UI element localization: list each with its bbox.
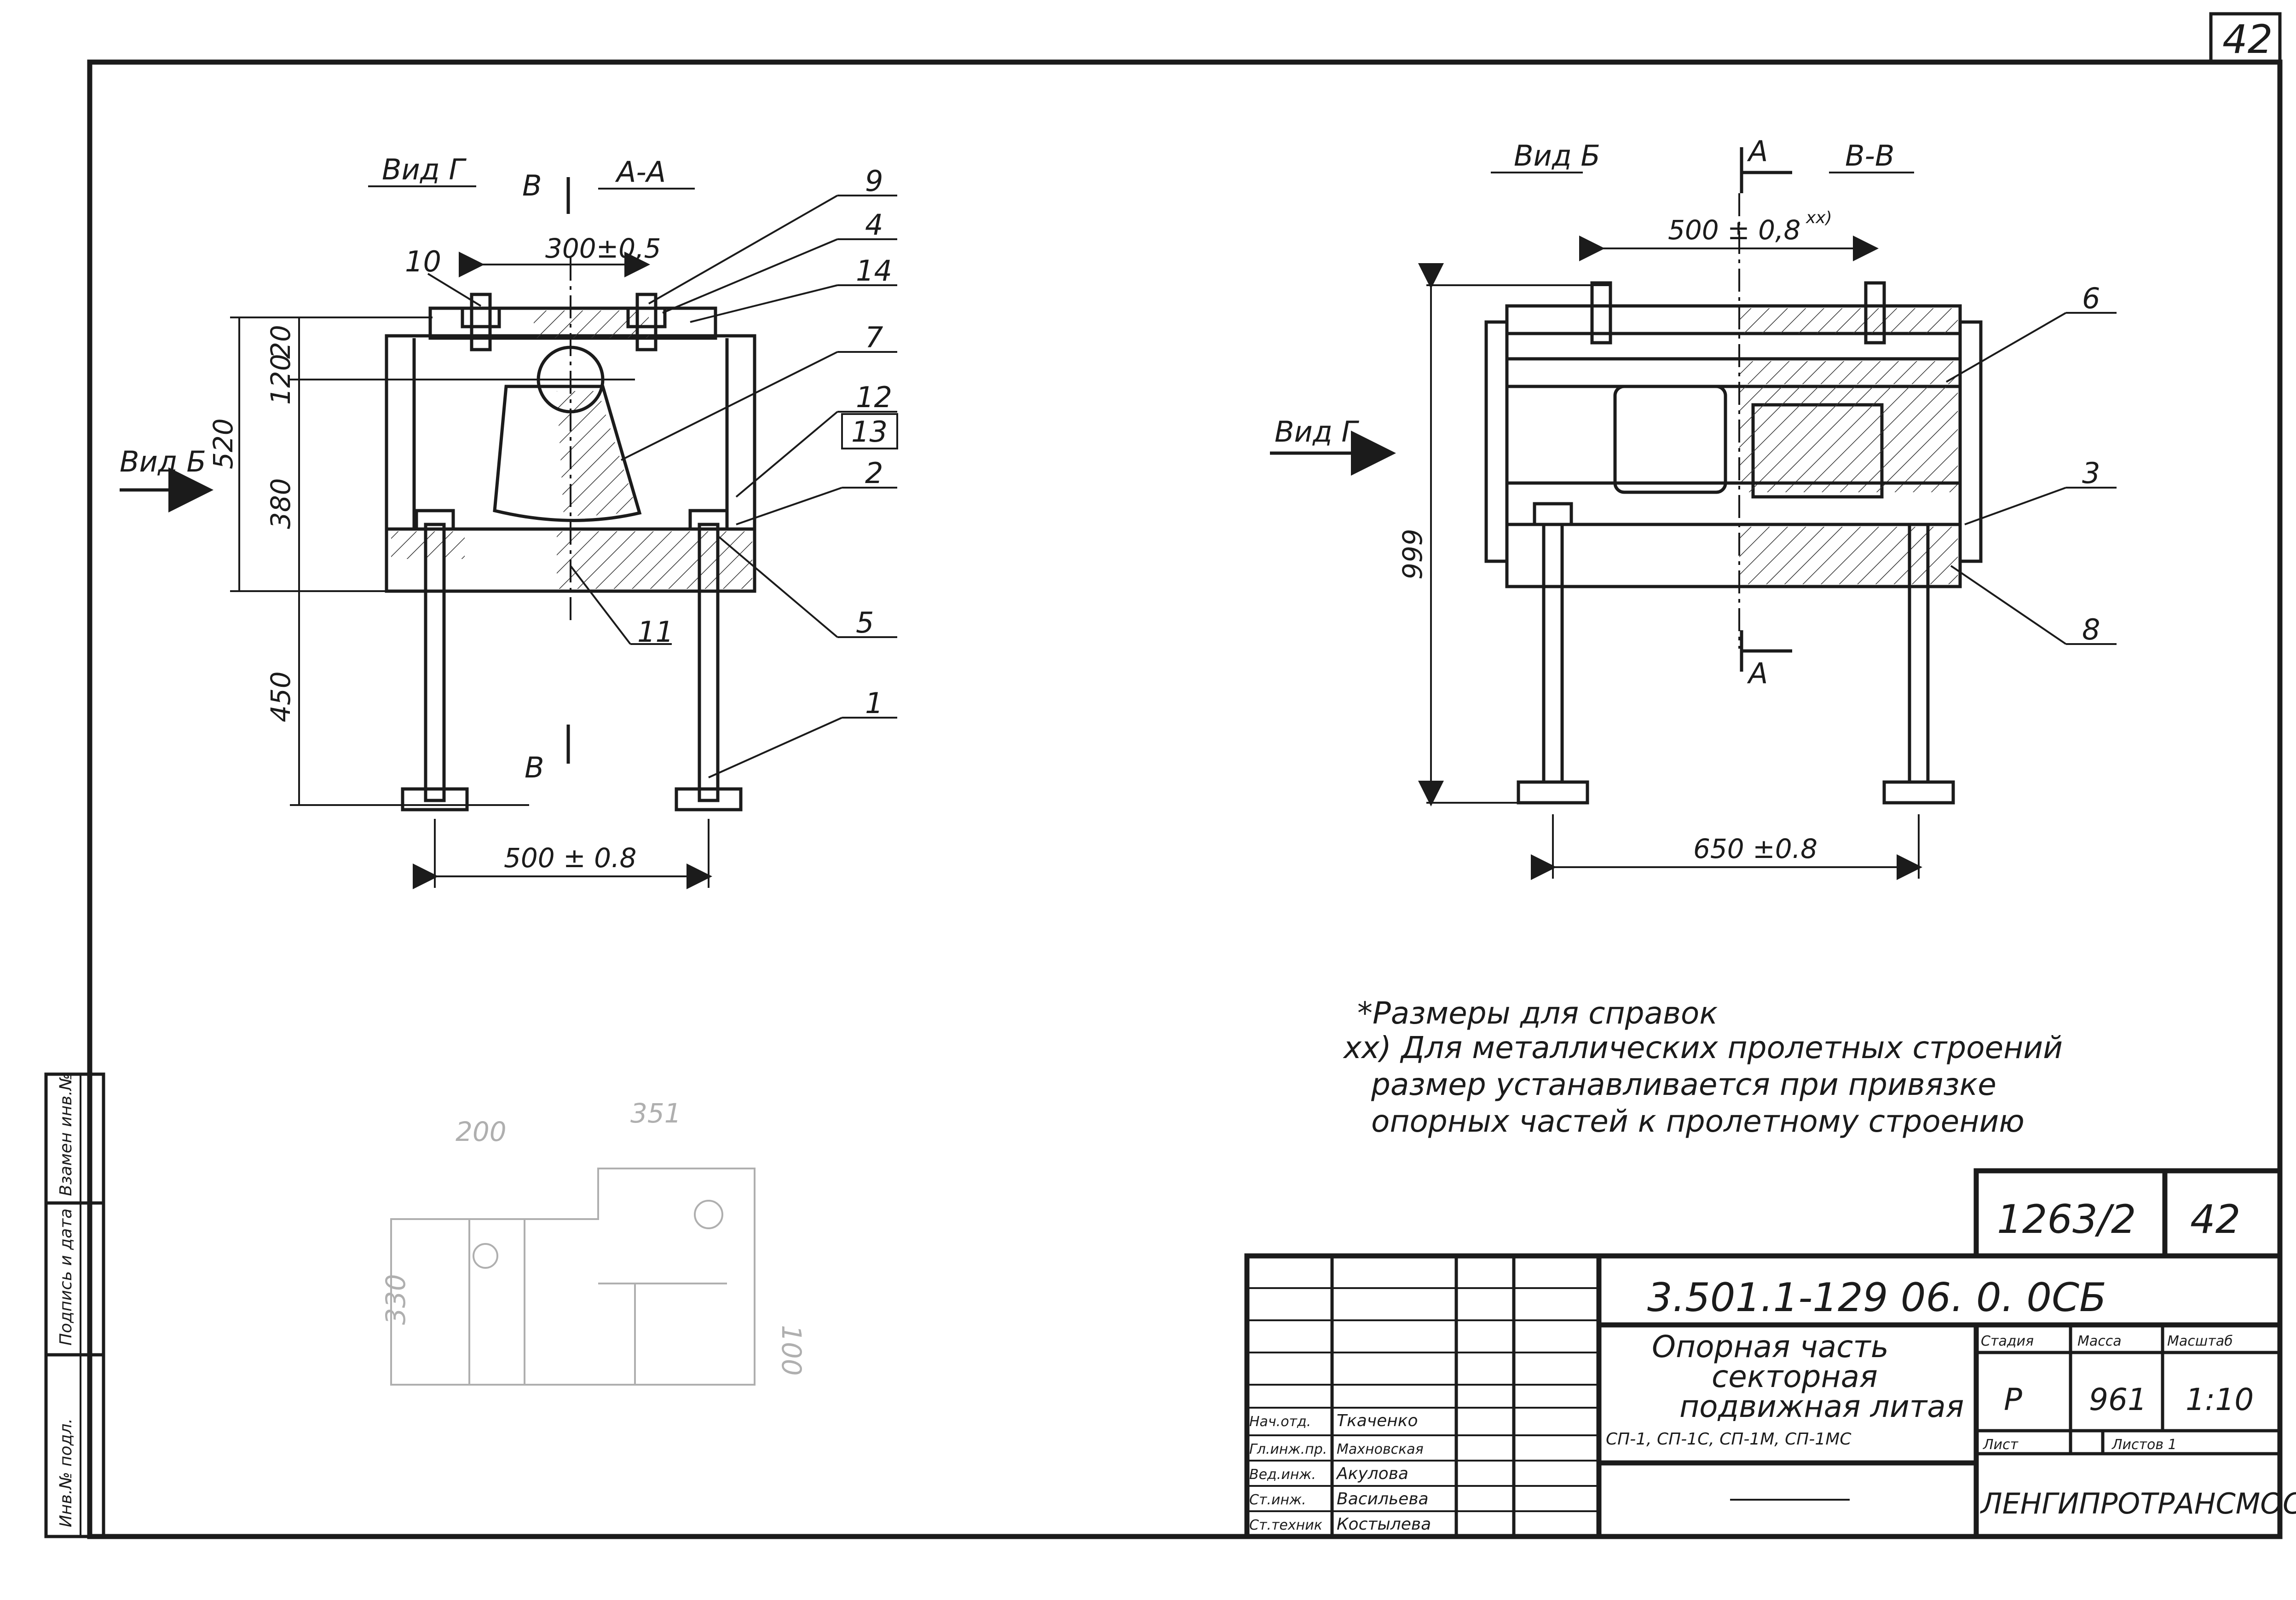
org-name: ЛЕНГИПРОТРАНСМОСТ (1980, 1487, 2296, 1520)
notes: *Размеры для справок xx) Для металлическ… (1343, 996, 2063, 1139)
note-line-4: опорных частей к пролетному строению (1371, 1104, 2025, 1139)
left-view-b-label: Вид Б (120, 445, 206, 478)
value-scale: 1:10 (2186, 1382, 2254, 1417)
header-scale: Масштаб (2167, 1333, 2233, 1349)
page-number-box (2209, 12, 2282, 64)
right-view-g-label: Вид Г (1275, 415, 1359, 449)
header-stage: Стадия (1981, 1333, 2034, 1349)
stamp-inv: Инв.№ подл. (57, 1418, 75, 1527)
callout-5: 5 (856, 606, 874, 639)
right-dim-650: 650 ±0.8 (1693, 833, 1817, 864)
sheets-label: Листов 1 (2111, 1437, 2177, 1453)
title-album: 1263/2 (1997, 1197, 2136, 1243)
title-sheet-no: 42 (2190, 1197, 2240, 1243)
staff-name-0: Ткаченко (1337, 1411, 1418, 1430)
staff-name-4: Костылева (1337, 1515, 1431, 1534)
callout-11: 11 (637, 615, 674, 649)
staff-name-2: Акулова (1336, 1464, 1408, 1483)
callout-12: 12 (856, 380, 892, 414)
title-line-1: Опорная часть (1652, 1329, 1889, 1364)
left-dim-120: 120 (265, 354, 296, 405)
callout-4: 4 (865, 208, 883, 242)
sketch-dim-330: 330 (380, 1274, 411, 1325)
header-mass: Масса (2077, 1333, 2122, 1349)
stamp-podpis: Подпись и дата (57, 1209, 75, 1346)
right-dim-999: 999 (1397, 529, 1428, 580)
callout-13: 13 (851, 415, 888, 449)
staff-role-0: Нач.отд. (1249, 1414, 1311, 1430)
title-line-4: СП-1, СП-1С, СП-1М, СП-1МС (1606, 1430, 1852, 1449)
callout-2: 2 (865, 456, 883, 490)
sketch-dim-100: 100 (776, 1325, 807, 1376)
right-section-label: В-В (1845, 139, 1894, 173)
right-view-b-label: Вид Б (1514, 139, 1600, 173)
staff-role-2: Вед.инж. (1249, 1467, 1316, 1483)
note-line-3: размер устанавливается при привязке (1371, 1067, 1996, 1102)
sheet-frame (87, 59, 2283, 1539)
callout-8: 8 (2082, 613, 2100, 646)
title-line-2: секторная (1712, 1359, 1878, 1394)
left-view: Вид Г В А-А (120, 153, 898, 889)
staff-name-1: Махновская (1337, 1441, 1424, 1457)
side-stamp: Взамен инв.№ Подпись и дата Инв.№ подл. (44, 1072, 105, 1538)
faint-sketch: 200 351 330 100 (380, 1098, 807, 1386)
callout-14: 14 (856, 254, 892, 288)
left-callouts: 10 9 4 14 7 12 13 2 11 5 1 (405, 164, 898, 778)
right-section-letter-top: А (1747, 134, 1768, 168)
left-dim-450: 450 (265, 671, 296, 722)
right-bolt-left (1542, 523, 1564, 784)
left-sector (493, 385, 642, 522)
value-stage: Р (2004, 1382, 2022, 1417)
callout-7: 7 (865, 321, 883, 354)
staff-role-4: Ст.техник (1249, 1517, 1322, 1533)
stamp-vzamen: Взамен инв.№ (57, 1073, 75, 1196)
left-dim-500: 500 ± 0.8 (504, 842, 636, 874)
sketch-dim-351: 351 (630, 1098, 681, 1129)
left-dim-300: 300±0,5 (545, 233, 661, 264)
right-section-letter-bottom: А (1747, 656, 1768, 690)
staff-role-3: Ст.инж. (1249, 1492, 1306, 1508)
sheet-label: Лист (1983, 1437, 2019, 1453)
note-line-1: *Размеры для справок (1357, 996, 1718, 1031)
right-dim-xx: xx) (1806, 208, 1832, 227)
callout-3: 3 (2082, 456, 2100, 490)
title-line-3: подвижная литая (1679, 1389, 1964, 1424)
title-block: 1263/2 42 Нач.отд. Ткаченко Гл.инж.пр. М… (1244, 1168, 2296, 1539)
note-line-2: xx) Для металлических пролетных строений (1343, 1030, 2063, 1065)
staff-name-3: Васильева (1337, 1490, 1429, 1508)
left-section-label: А-А (615, 155, 666, 189)
sketch-dim-200: 200 (456, 1116, 507, 1147)
left-view-g-label: Вид Г (382, 153, 467, 186)
left-dim-520: 520 (208, 418, 239, 469)
title-code: 3.501.1-129 06. 0. 0СБ (1647, 1275, 2106, 1321)
left-dim-380: 380 (265, 478, 296, 529)
page-number-top: 42 (2222, 17, 2273, 63)
right-view: Вид Б А В-В А 500 ± (1270, 134, 2117, 880)
right-dim-500: 500 ± 0,8 (1668, 214, 1800, 246)
callout-1: 1 (865, 686, 883, 720)
left-dim-20: 20 (265, 325, 296, 359)
callout-10: 10 (405, 245, 441, 278)
callout-9: 9 (865, 164, 883, 198)
left-bolt-left (424, 523, 446, 802)
left-cut-letter-top: В (522, 169, 542, 202)
value-mass: 961 (2089, 1382, 2147, 1417)
left-cut-letter-bottom: В (525, 751, 544, 784)
left-bolt-right (698, 523, 720, 802)
staff-role-1: Гл.инж.пр. (1249, 1441, 1327, 1457)
callout-6: 6 (2082, 282, 2100, 315)
